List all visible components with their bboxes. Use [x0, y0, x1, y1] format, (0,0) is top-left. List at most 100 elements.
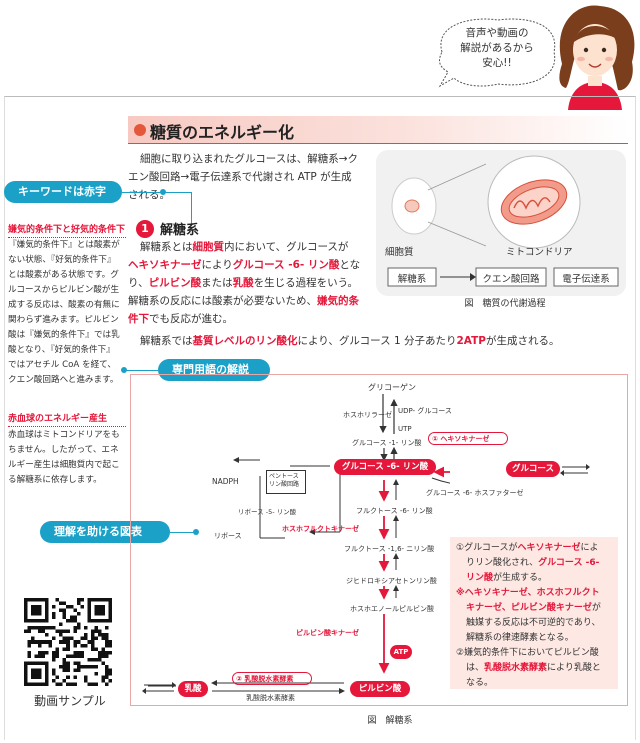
pentose-phosphate-box — [266, 470, 306, 494]
callout-line — [170, 532, 196, 533]
keyword: ヘキソキナーゼ、ホスホフルクト — [464, 588, 600, 598]
qr-module — [66, 675, 70, 679]
qr-module — [27, 629, 32, 634]
qr-module — [94, 671, 98, 676]
qr-module — [66, 605, 70, 609]
qr-module — [76, 661, 81, 665]
keyword: ヘキソキナーゼ — [517, 543, 581, 553]
qr-module — [83, 664, 88, 669]
qr-module — [52, 605, 56, 609]
text: は、 — [466, 663, 485, 673]
qr-module — [76, 622, 81, 627]
sidebar-line: 成する反応は、酸素の有無に — [8, 300, 120, 310]
pyruvate-pill: ピルビン酸 — [350, 681, 410, 697]
qr-module — [48, 626, 53, 630]
metabolism-figure — [376, 150, 626, 296]
qr-module — [76, 664, 81, 669]
qr-module — [69, 636, 74, 641]
qr-module — [94, 626, 98, 630]
section-title: 解糖系 — [160, 223, 200, 238]
intro-line: エン酸回路→電子伝達系で代謝され ATP が生成 — [128, 171, 352, 183]
qr-module — [59, 633, 63, 637]
text: により — [201, 259, 233, 271]
qr-module — [76, 626, 81, 630]
qr-module — [76, 601, 81, 606]
term-callout-tag: 専門用語の解説 — [158, 359, 270, 381]
fructose-6-phosphate-label: フルクトース -6- リン酸 — [356, 507, 433, 515]
qr-module — [80, 650, 84, 655]
qr-module — [104, 654, 109, 658]
keyword: ピルビン酸 — [148, 277, 202, 289]
qr-module — [62, 678, 67, 683]
qr-module — [62, 647, 67, 651]
bubble-text: 音声や動画の 解説があるから 安心!! — [447, 26, 547, 71]
qr-module — [76, 612, 81, 616]
qr-module — [62, 664, 67, 669]
ribose-label: リボース — [214, 532, 242, 540]
diagram-callout-tag: 理解を助ける図表 — [40, 521, 170, 543]
qr-module — [104, 675, 109, 679]
qr-module — [69, 682, 74, 686]
qr-module — [104, 643, 109, 648]
qr-module — [38, 654, 42, 658]
keyword: 2ATP — [456, 335, 486, 347]
qr-module — [97, 633, 102, 637]
note-line: ①グルコースがヘキソキナーゼによ — [456, 541, 616, 556]
pentose-line: ペントース — [269, 473, 299, 480]
utp-label: UTP — [398, 425, 412, 433]
electron-transport-box-label: 電子伝達系 — [562, 274, 610, 285]
glucose-6-phosphate-pill: グルコース -6- リン酸 — [334, 459, 436, 475]
text: により乳酸と — [547, 663, 601, 673]
qr-module — [59, 608, 63, 613]
text: 内において、グルコースが — [224, 241, 349, 253]
qr-code[interactable] — [24, 598, 112, 686]
text: り、 — [128, 277, 149, 289]
paragraph-line: ヘキソキナーゼによりグルコース -6- リン酸とな — [128, 256, 380, 274]
qr-module — [108, 643, 112, 648]
qr-module — [45, 626, 49, 630]
qr-module — [52, 678, 56, 683]
qr-module — [55, 598, 60, 602]
fructose-16-bisphosphate-label: フルクトース -1,6- ニリン酸 — [344, 545, 435, 553]
qr-module — [55, 654, 60, 658]
video-sample-label: 動画サンプル — [34, 694, 106, 708]
speech-bubble — [438, 18, 556, 88]
qr-module — [69, 615, 74, 620]
qr-module — [62, 661, 67, 665]
intro-paragraph: 細胞に取り込まれたグルコースは、解糖系→ク エン酸回路→電子伝達系で代謝され A… — [128, 150, 378, 204]
sidebar-line: 酸となり、『好気的条件下』 — [8, 345, 115, 355]
qr-module — [104, 682, 109, 686]
qr-module — [90, 647, 95, 651]
text: 解糖系の反応には酸素が必要ないため、 — [128, 295, 317, 307]
qr-module — [104, 664, 109, 669]
qr-module — [90, 657, 95, 662]
qr-module — [104, 626, 109, 630]
qr-module — [104, 668, 109, 672]
qr-module — [66, 640, 70, 644]
sidebar-line: ルギー産生は細胞質内で起こ — [8, 460, 120, 470]
keyword: グルコース -6- — [538, 558, 600, 568]
qr-module — [66, 654, 70, 658]
qr-module — [94, 605, 105, 616]
avatar — [559, 5, 635, 110]
qr-module — [27, 650, 32, 655]
qr-module — [101, 654, 105, 658]
note-line: ②嫌気的条件下においてピルビン酸 — [456, 648, 599, 658]
page-title: 糖質のエネルギー化 — [150, 123, 295, 142]
qr-module — [59, 640, 63, 644]
note-line: ※ヘキソキナーゼ、ホスホフルクト — [456, 586, 616, 601]
keyword: ※ — [456, 588, 465, 598]
note-line: リン酸が生成する。 — [456, 571, 616, 586]
qr-module — [38, 650, 42, 655]
keyword: 件下 — [128, 313, 149, 325]
sidebar-line: とは酸素がある状態です。グ — [8, 270, 119, 280]
qr-module — [66, 682, 70, 686]
qr-module — [76, 640, 81, 644]
callout-dot — [193, 529, 199, 535]
sidebar-line: ではアセチル CoA を経て、 — [8, 360, 116, 370]
qr-module — [94, 664, 98, 669]
qr-module — [104, 633, 109, 637]
callout-line — [122, 192, 192, 193]
qr-module — [73, 629, 77, 634]
qr-module — [80, 636, 84, 641]
